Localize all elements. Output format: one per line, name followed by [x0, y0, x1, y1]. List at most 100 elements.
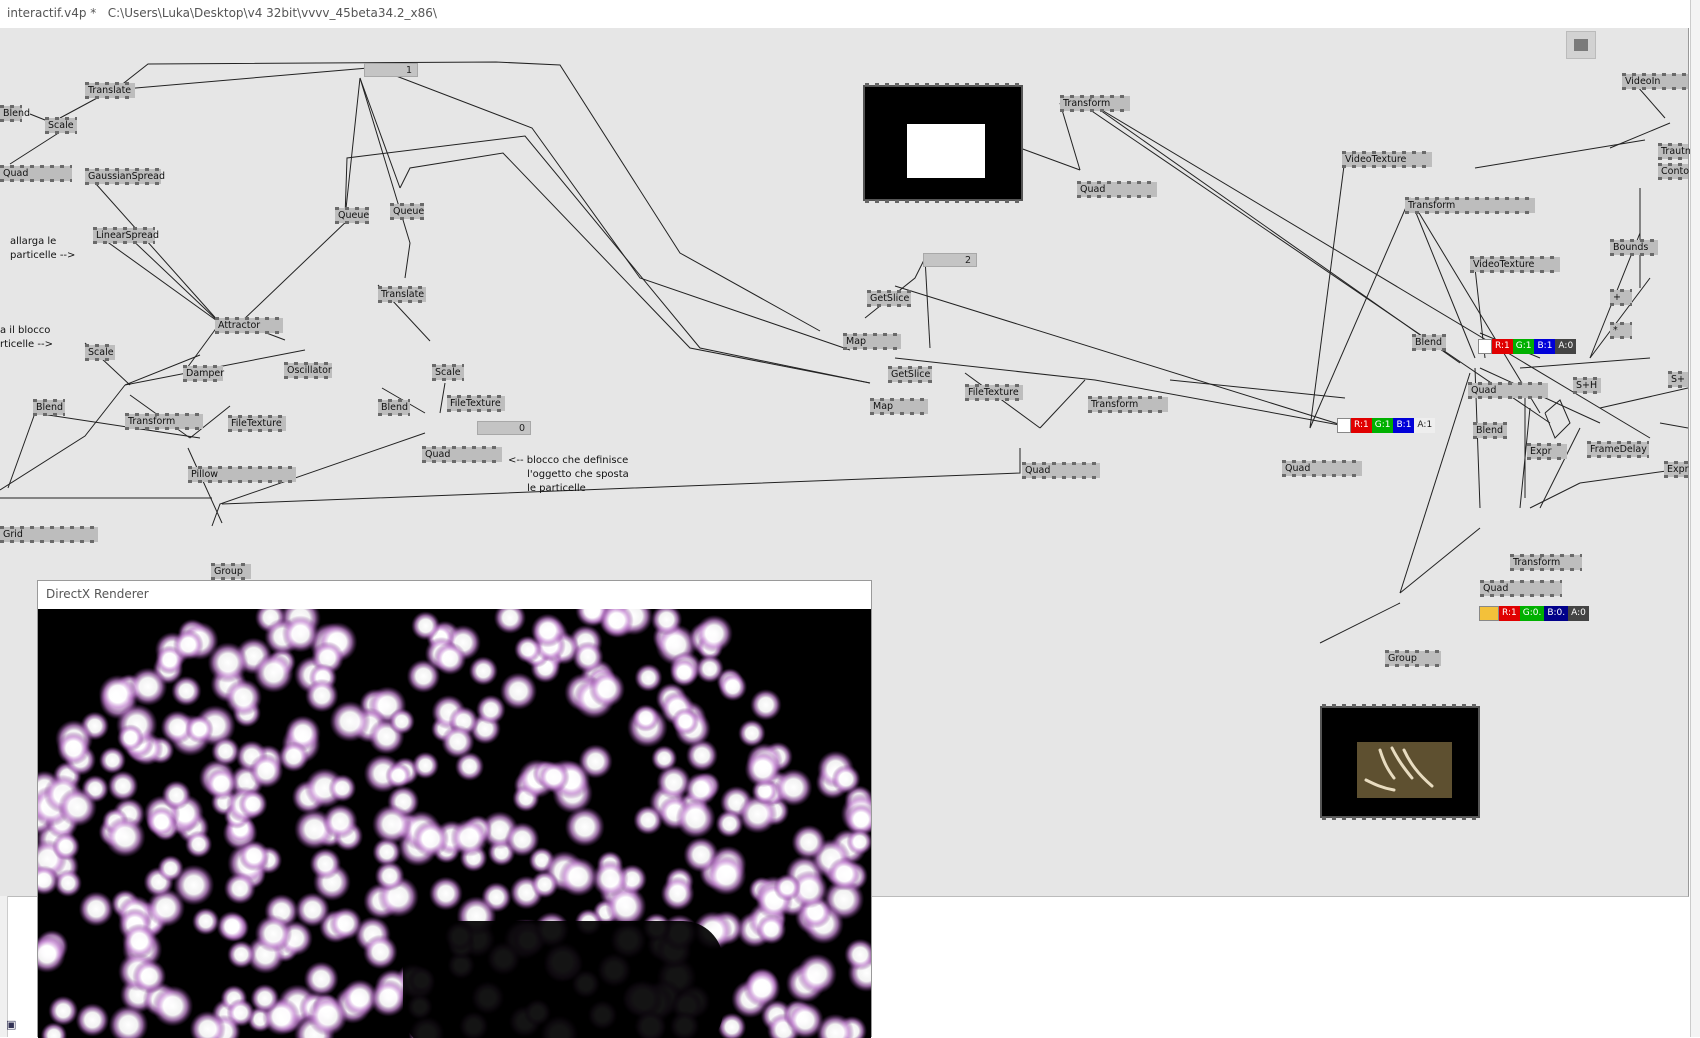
node-filetexture[interactable]: FileTexture	[228, 415, 286, 432]
color-swatch	[1478, 339, 1492, 354]
iobox-value-2[interactable]: 2	[923, 253, 977, 267]
node-group[interactable]: Group	[211, 563, 251, 580]
node-blend[interactable]: Blend	[1412, 334, 1446, 351]
node-translate[interactable]: Translate	[85, 82, 135, 99]
particle	[38, 863, 61, 898]
node-scale[interactable]: Scale	[45, 117, 77, 134]
particle	[301, 959, 341, 999]
node-grid[interactable]: Grid	[0, 526, 98, 543]
node-quad[interactable]: Quad	[1480, 580, 1562, 597]
color-iobox-2[interactable]: R:1 G:1 B:1 A:1	[1337, 418, 1436, 433]
particle	[793, 950, 841, 997]
node-expr[interactable]: Expr	[1664, 461, 1689, 478]
particle	[38, 933, 68, 975]
node-blend[interactable]: Blend	[33, 399, 65, 416]
directx-renderer-window[interactable]: DirectX Renderer	[37, 580, 872, 1038]
node-group[interactable]: Group	[1385, 650, 1441, 667]
particle	[55, 784, 100, 830]
node-videotexture[interactable]: VideoTexture	[1342, 151, 1432, 168]
node-getslice[interactable]: GetSlice	[888, 366, 932, 383]
node-transform[interactable]: Transform	[1405, 197, 1535, 214]
particle	[149, 982, 197, 1030]
color-b: B:1	[1534, 339, 1556, 354]
node-queue[interactable]: Queue	[335, 207, 369, 224]
node-quad[interactable]: Quad	[1022, 462, 1100, 479]
particle	[105, 768, 141, 804]
particle	[168, 672, 205, 710]
node-quad[interactable]: Quad	[1468, 382, 1548, 399]
particle	[205, 640, 251, 686]
node-filetexture[interactable]: FileTexture	[447, 395, 505, 412]
particle	[383, 760, 414, 791]
preview-renderer-white-rect[interactable]	[863, 83, 1023, 203]
node-transform[interactable]: Transform	[1510, 554, 1582, 571]
node-linearspread[interactable]: LinearSpread	[93, 227, 159, 244]
particle	[208, 734, 243, 769]
color-a: A:0	[1568, 606, 1589, 621]
node-scale[interactable]: Scale	[85, 344, 115, 361]
particle	[468, 656, 499, 686]
node-expr[interactable]: Expr	[1527, 443, 1567, 460]
node-trautn[interactable]: Trautn	[1658, 143, 1691, 160]
node-bounds[interactable]: Bounds	[1610, 239, 1658, 256]
node-blend[interactable]: Blend	[1473, 422, 1507, 439]
node-videoin[interactable]: VideoIn	[1622, 73, 1688, 90]
node-map[interactable]: Map	[843, 333, 901, 350]
particle	[597, 609, 637, 640]
particle	[120, 922, 159, 960]
right-scroll-edge[interactable]	[1690, 0, 1700, 1037]
node-conto[interactable]: Conto	[1658, 163, 1689, 180]
particle	[660, 876, 695, 911]
node-videotexture[interactable]: VideoTexture	[1470, 256, 1560, 273]
particle	[490, 609, 530, 638]
particle	[496, 668, 541, 714]
node-getslice[interactable]: GetSlice	[867, 290, 911, 307]
particle	[773, 873, 802, 902]
node-attractor[interactable]: Attractor	[215, 317, 283, 334]
iobox-value-0[interactable]: 0	[477, 421, 531, 435]
node-framedelay[interactable]: FrameDelay	[1587, 441, 1649, 458]
node-scale[interactable]: Scale	[432, 364, 464, 381]
particle	[825, 855, 863, 893]
white-rectangle	[907, 124, 985, 178]
node-s-plus[interactable]: S+	[1668, 371, 1688, 388]
particle	[701, 850, 751, 900]
node-quad[interactable]: Quad	[0, 165, 72, 182]
particle	[183, 829, 214, 859]
node-queue[interactable]: Queue	[390, 203, 424, 220]
node-sample-hold[interactable]: S+H	[1573, 377, 1601, 394]
node-pillow[interactable]: Pillow	[188, 466, 296, 483]
node-map[interactable]: Map	[870, 398, 928, 415]
node-damper[interactable]: Damper	[183, 365, 224, 382]
particle	[841, 936, 871, 974]
color-iobox-1[interactable]: R:1 G:1 B:1 A:0	[1478, 339, 1577, 354]
color-swatch	[1479, 606, 1499, 621]
stop-button[interactable]	[1566, 31, 1596, 59]
particle	[248, 752, 285, 790]
particle	[226, 939, 257, 970]
node-transform[interactable]: Transform	[1060, 95, 1130, 112]
window-icon[interactable]: ▣	[6, 1018, 17, 1031]
particle	[650, 609, 683, 637]
particle	[683, 771, 719, 807]
particle	[586, 668, 628, 710]
node-transform[interactable]: Transform	[125, 413, 203, 430]
render-output[interactable]	[38, 609, 871, 1038]
node-blend[interactable]: Blend	[0, 105, 30, 122]
node-quad[interactable]: Quad	[422, 446, 502, 463]
node-quad[interactable]: Quad	[1077, 181, 1157, 198]
node-plus[interactable]: +	[1610, 289, 1632, 306]
node-quad[interactable]: Quad	[1282, 460, 1362, 477]
particle	[158, 777, 195, 813]
preview-renderer-video[interactable]	[1320, 704, 1480, 820]
node-gaussianspread[interactable]: GaussianSpread	[85, 168, 165, 185]
node-filetexture[interactable]: FileTexture	[965, 384, 1023, 401]
node-multiply[interactable]: *	[1610, 322, 1632, 339]
iobox-value-1[interactable]: 1	[364, 63, 418, 77]
node-translate[interactable]: Translate	[378, 286, 426, 303]
node-blend[interactable]: Blend	[378, 399, 410, 416]
color-iobox-3[interactable]: R:1 G:0. B:0. A:0	[1479, 606, 1589, 621]
node-transform[interactable]: Transform	[1088, 396, 1168, 413]
node-oscillator[interactable]: Oscillator	[284, 362, 332, 379]
particle	[632, 661, 665, 694]
